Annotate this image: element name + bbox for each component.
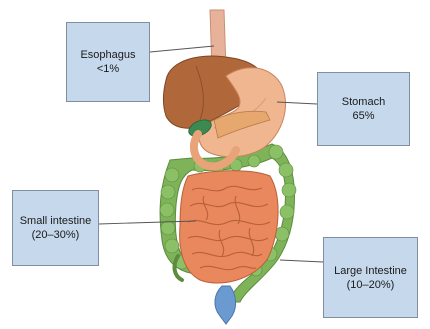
large-intestine-name: Large Intestine — [334, 264, 407, 278]
esophagus-leader-line — [150, 46, 214, 52]
stomach-label-box: Stomach 65% — [317, 72, 410, 146]
stomach-value: 65% — [352, 109, 374, 123]
large-intestine-value: (10–20%) — [347, 278, 395, 292]
small-intestine-label-box: Small intestine (20–30%) — [12, 190, 99, 266]
rectum-shape — [215, 286, 236, 324]
esophagus-label-box: Esophagus <1% — [66, 22, 150, 102]
large-intestine-label-box: Large Intestine (10–20%) — [323, 237, 418, 318]
stomach-name: Stomach — [342, 95, 385, 109]
small-intestine-value: (20–30%) — [32, 228, 80, 242]
esophagus-name: Esophagus — [80, 48, 135, 62]
large-intestine-leader-line — [280, 260, 323, 262]
esophagus-value: <1% — [97, 62, 119, 76]
small-intestine-name: Small intestine — [20, 214, 92, 228]
